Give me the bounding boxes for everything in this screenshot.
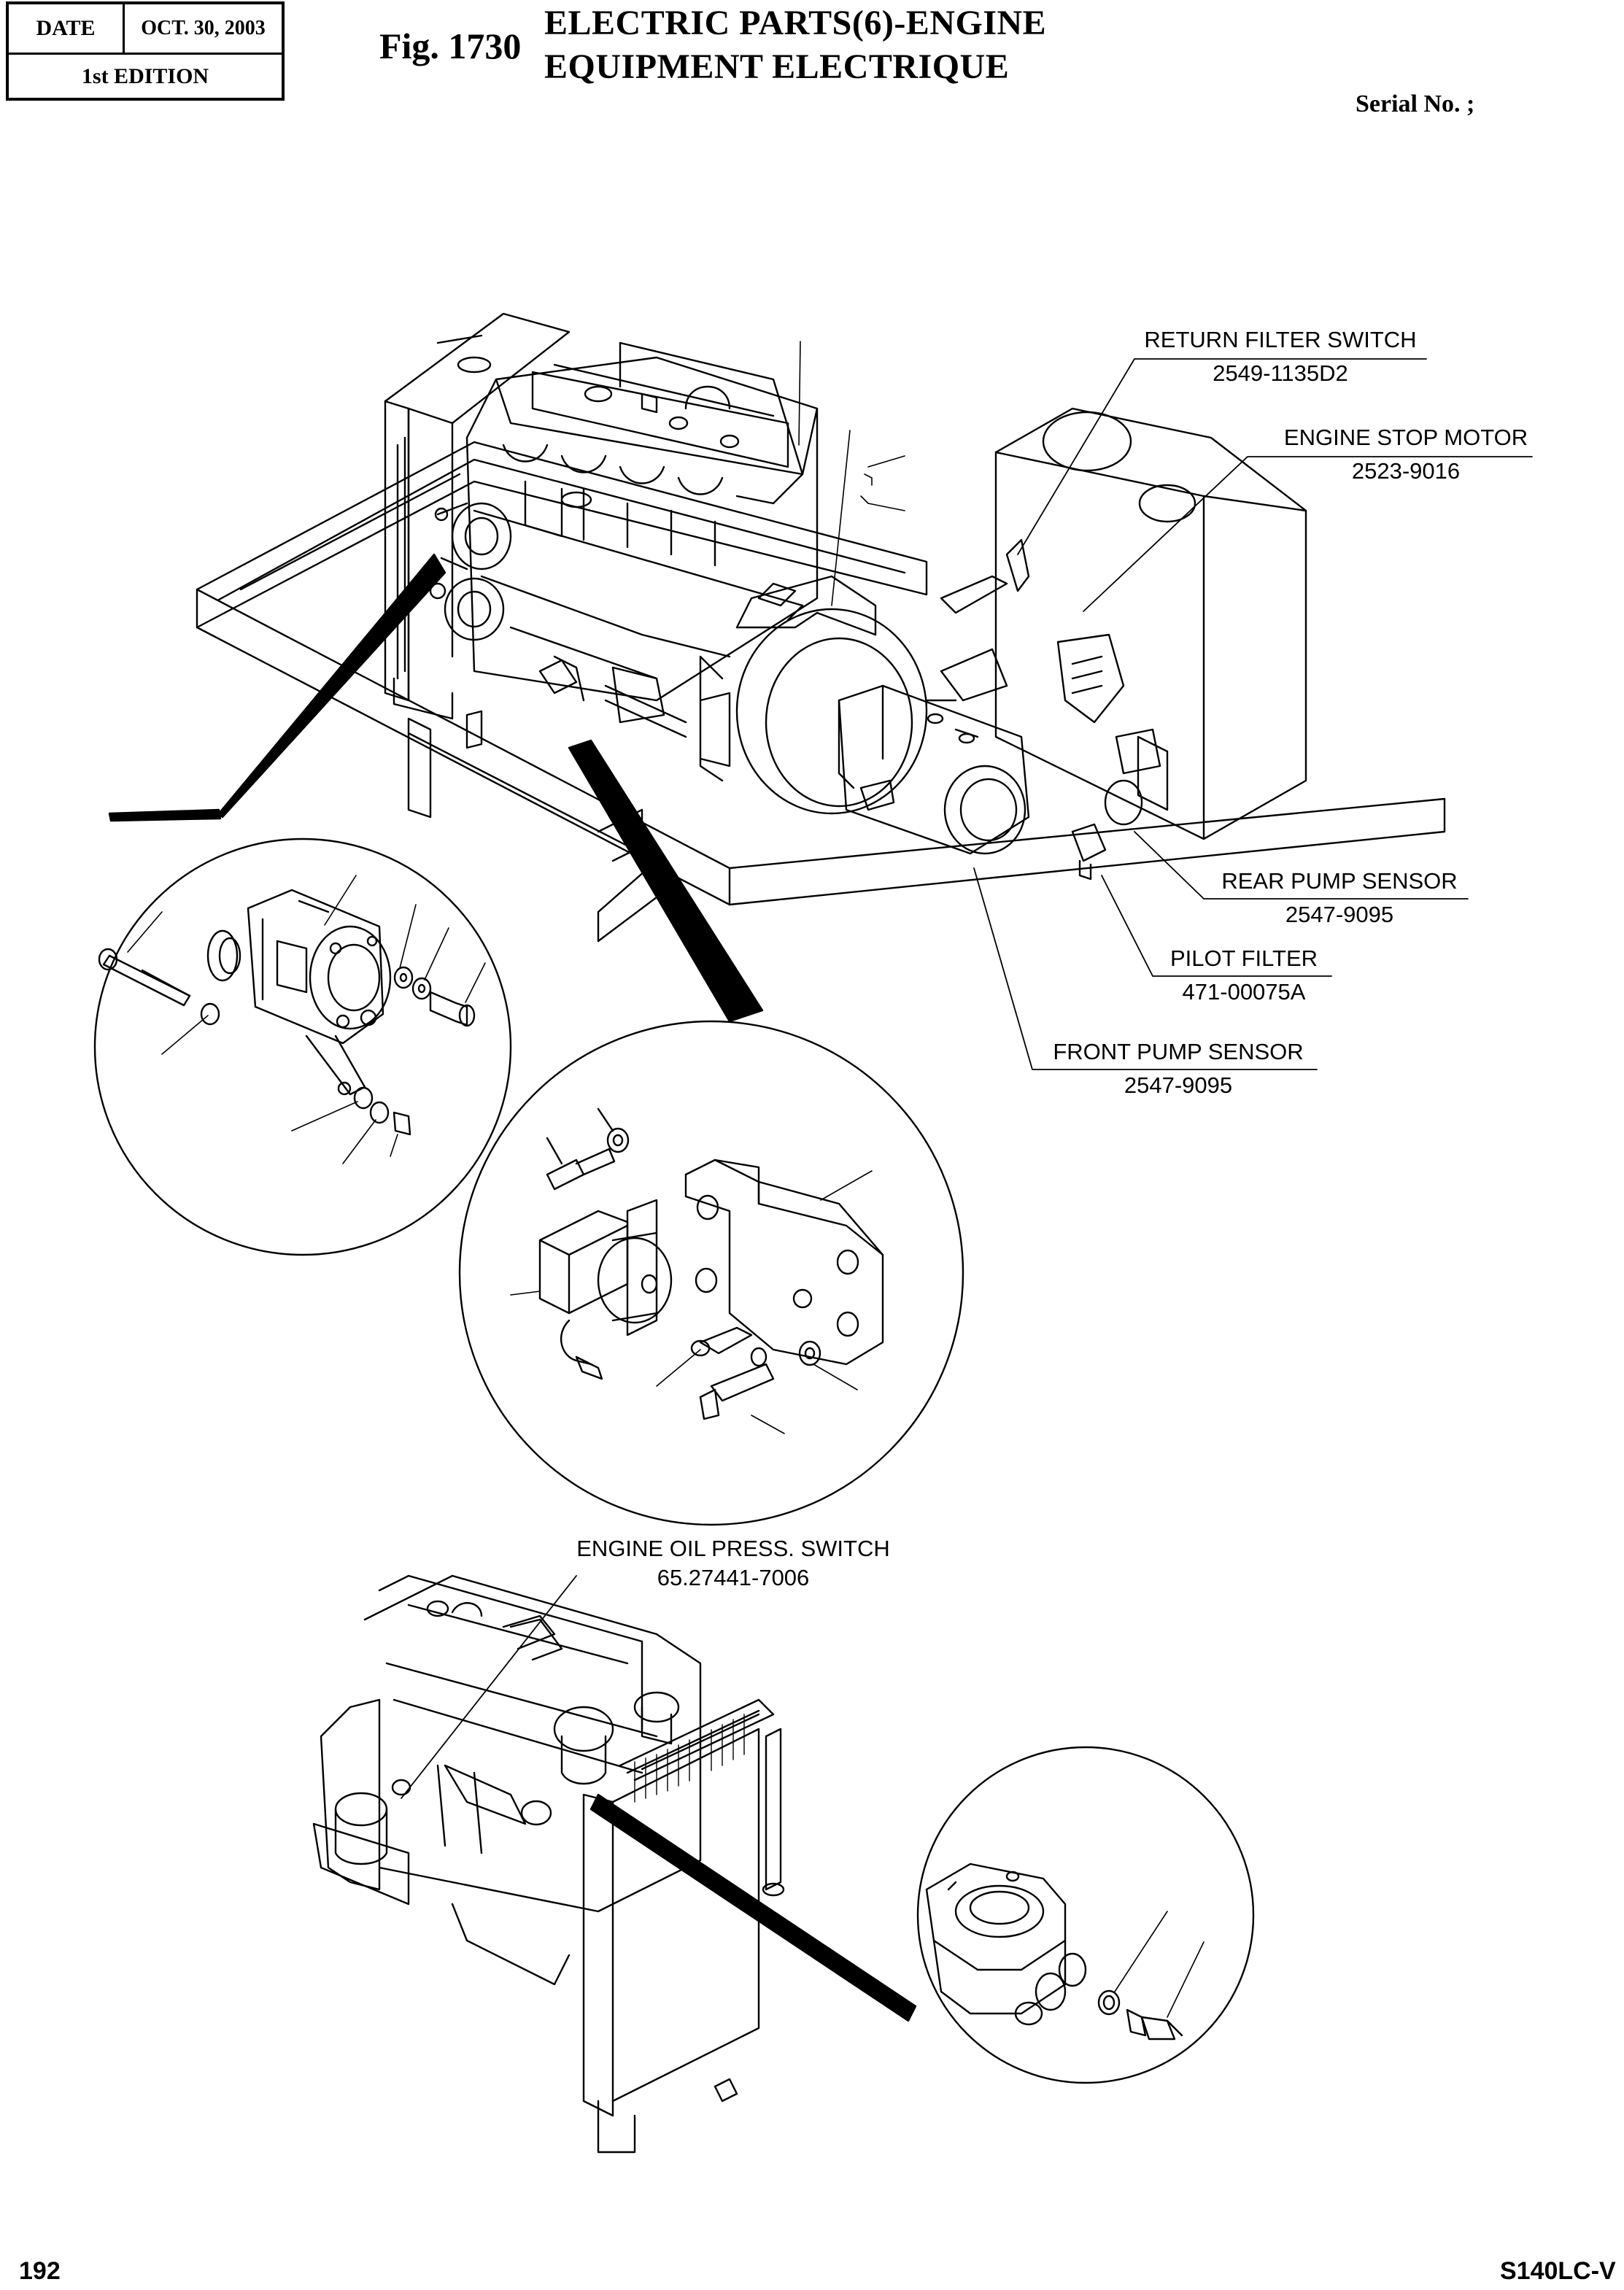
date-edition-box: DATE OCT. 30, 2003 1st EDITION — [6, 1, 285, 101]
callout-rear-pump-sensor: REAR PUMP SENSOR 2547-9095 — [1211, 868, 1468, 928]
base-frame — [196, 441, 1446, 943]
engine-block — [465, 341, 819, 702]
alternator-on-engine — [429, 502, 512, 641]
callout-part-number: 2547-9095 — [1124, 1072, 1233, 1098]
solenoid-on-engine — [465, 655, 687, 749]
model-number: S140LC-V — [1500, 2257, 1616, 2285]
callout-part-number: 2523-9016 — [1351, 458, 1461, 484]
figure-number: Fig. 1730 — [379, 26, 522, 66]
date-value: OCT. 30, 2003 — [141, 17, 266, 39]
radiator — [384, 312, 571, 720]
callout-pilot-filter: PILOT FILTER 471-00075A — [1156, 945, 1331, 1005]
hydraulic-tank — [994, 407, 1307, 840]
callout-name: ENGINE OIL PRESS. SWITCH — [576, 1536, 890, 1561]
callout-front-pump-sensor: FRONT PUMP SENSOR 2547-9095 — [1040, 1039, 1317, 1099]
callout-return-filter-switch: RETURN FILTER SWITCH 2549-1135D2 — [1131, 327, 1430, 387]
stop-solenoid-detail — [458, 739, 964, 1526]
callout-part-number: 471-00075A — [1182, 979, 1306, 1005]
page-number: 192 — [19, 2257, 61, 2285]
callout-engine-stop-motor: ENGINE STOP MOTOR 2523-9016 — [1271, 425, 1541, 484]
edition-label: 1st EDITION — [81, 63, 209, 88]
top-leader-lines — [798, 341, 905, 606]
callout-name: REAR PUMP SENSOR — [1221, 868, 1458, 894]
date-label: DATE — [9, 4, 125, 53]
hydraulic-pump — [838, 575, 1107, 881]
bottom-engine-view — [312, 1574, 785, 2154]
callout-part-number: 65.27441-7006 — [657, 1565, 810, 1590]
oil-switch-detail — [589, 1746, 1255, 2084]
serial-number-label: Serial No. ; — [1356, 90, 1475, 117]
callout-part-number: 2549-1135D2 — [1213, 360, 1348, 386]
page-subtitle: EQUIPMENT ELECTRIQUE — [544, 47, 1010, 86]
callout-part-number: 2547-9095 — [1285, 902, 1394, 927]
alternator-detail — [93, 553, 512, 1256]
callout-name: RETURN FILTER SWITCH — [1144, 327, 1417, 352]
callout-leaders — [973, 358, 1533, 1070]
flywheel-housing — [699, 575, 928, 815]
callout-name: FRONT PUMP SENSOR — [1053, 1039, 1304, 1064]
callout-engine-oil-press-switch: ENGINE OIL PRESS. SWITCH 65.27441-7006 — [562, 1536, 905, 1591]
callout-name: ENGINE STOP MOTOR — [1283, 425, 1528, 450]
oil-switch-leader — [401, 1575, 577, 1799]
page-title: ELECTRIC PARTS(6)-ENGINE — [544, 4, 1047, 42]
callout-name: PILOT FILTER — [1169, 945, 1318, 971]
